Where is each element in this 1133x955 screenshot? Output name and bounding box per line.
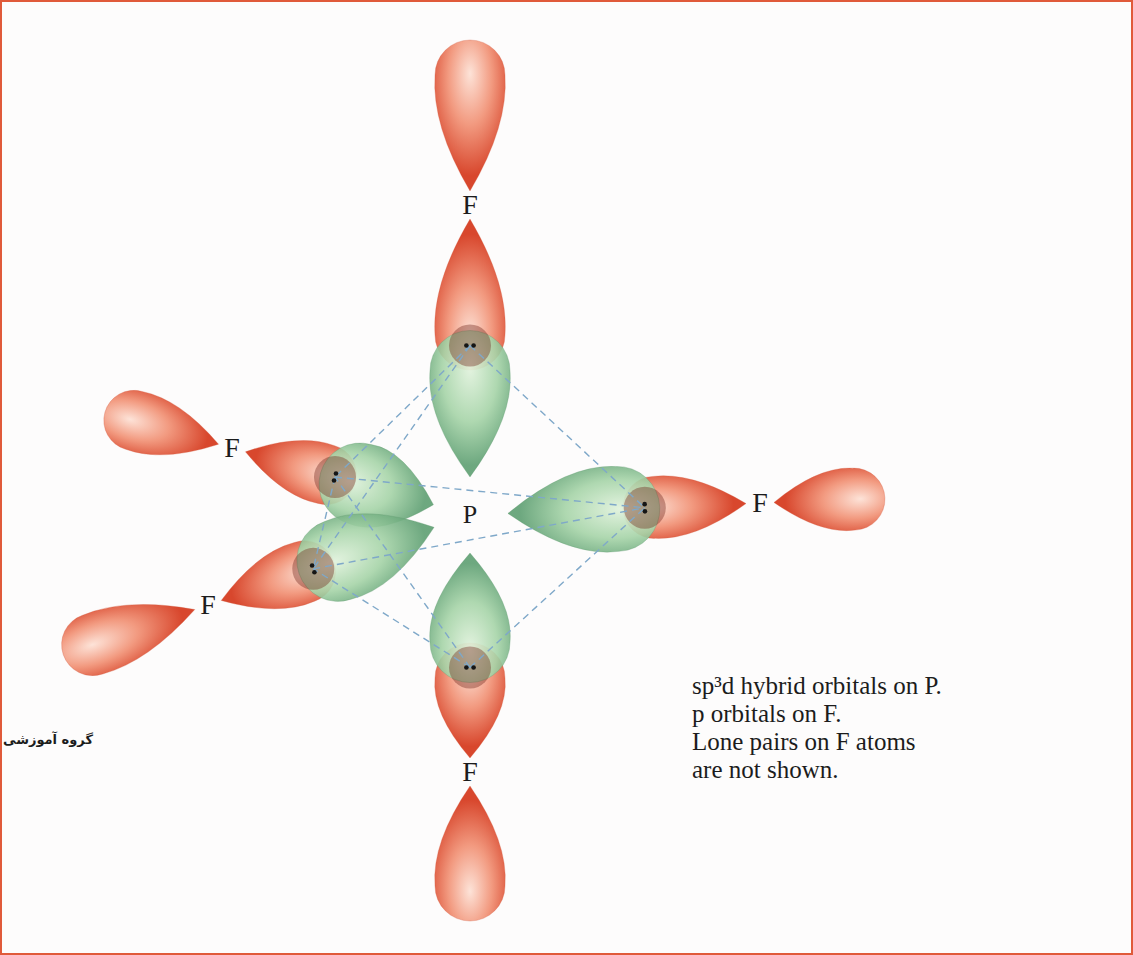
bipyramid-edge — [335, 477, 470, 668]
electron-dot — [642, 502, 647, 507]
bipyramid-edge — [313, 508, 645, 569]
electron-dot — [312, 570, 317, 575]
bipyramid-edge — [335, 477, 645, 508]
electron-dot — [464, 665, 469, 670]
bipyramid-edge — [313, 477, 335, 569]
atom-label: P — [463, 502, 477, 528]
bipyramid-edge — [470, 346, 645, 508]
electron-dot — [643, 509, 648, 514]
bipyramid-edge — [313, 346, 470, 569]
overlap-region — [314, 456, 356, 498]
caption-line: Lone pairs on F atoms are not shown. — [692, 728, 932, 784]
atom-label: F — [224, 434, 240, 462]
electron-dot — [471, 665, 476, 670]
atom-label: F — [462, 758, 478, 786]
atom-label: F — [462, 191, 478, 219]
f-p-orbital — [773, 467, 886, 534]
atom-label: F — [752, 489, 768, 517]
bipyramid-edge — [313, 569, 470, 668]
hybrid-orbital — [286, 488, 448, 613]
electron-dot — [332, 478, 337, 483]
watermark: گروه آموزشی — [3, 733, 93, 746]
electron-dot — [310, 563, 315, 568]
electron-dot — [464, 343, 469, 348]
electron-dot — [471, 343, 476, 348]
bipyramid-edge — [470, 508, 645, 668]
f-p-orbital — [435, 786, 506, 921]
f-p-orbital — [97, 383, 227, 473]
caption-line: sp³d hybrid orbitals on P. — [692, 672, 942, 700]
overlap-region — [292, 548, 334, 590]
atom-label: F — [200, 591, 216, 619]
f-p-orbital — [435, 40, 506, 191]
f-p-orbital — [53, 580, 205, 684]
bipyramid-edge — [335, 346, 470, 477]
electron-dot — [334, 471, 339, 476]
caption-line: p orbitals on F. — [692, 700, 841, 728]
